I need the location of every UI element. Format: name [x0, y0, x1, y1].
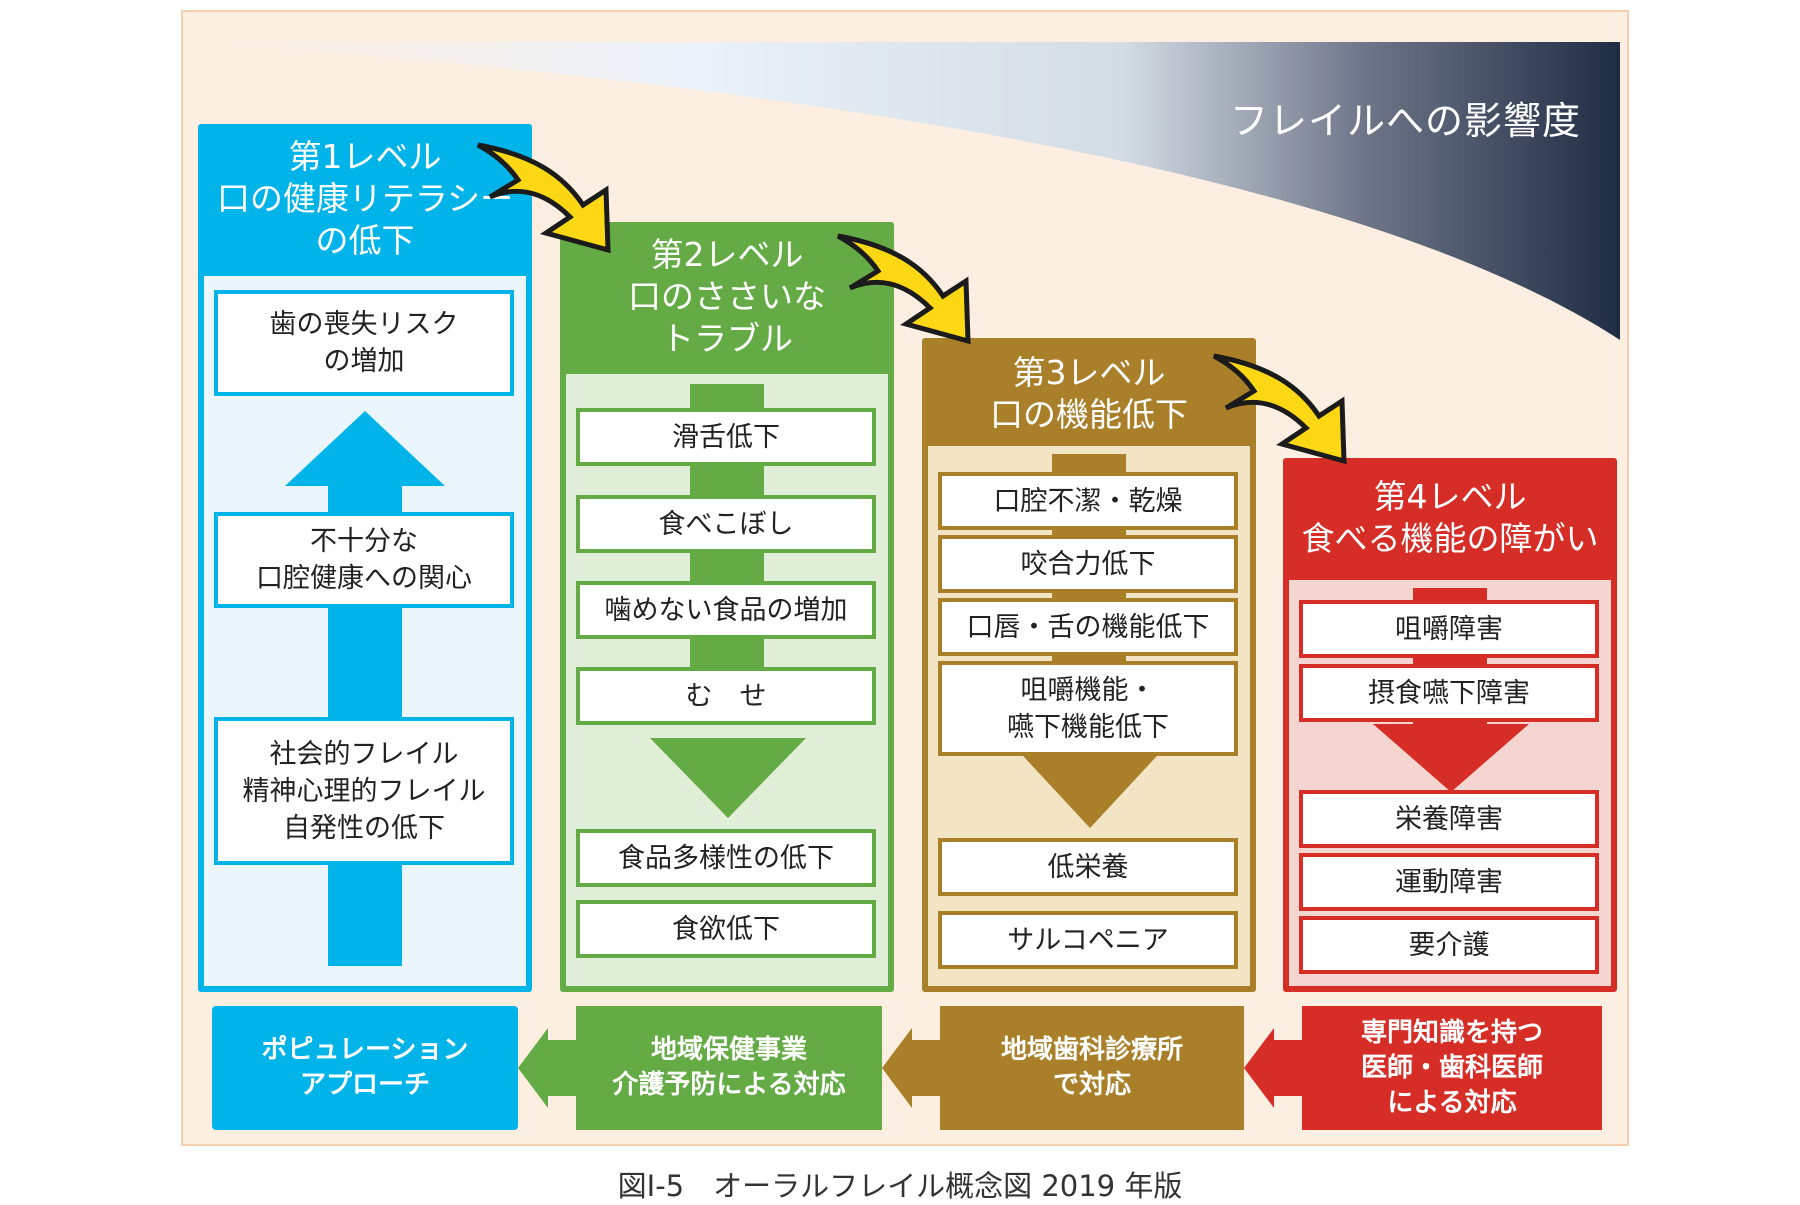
level-3-item: 低栄養 [938, 838, 1238, 896]
level-3-title-line: 第3レベル [1012, 353, 1166, 392]
level-4-item: 要介護 [1299, 916, 1599, 974]
level-4-item: 栄養障害 [1299, 790, 1599, 848]
level-3-item: 咬合力低下 [938, 535, 1238, 593]
level-3-item: 咀嚼機能・ 嚥下機能低下 [938, 661, 1238, 756]
level-1-title: 第1レベル 口の健康リテラシー の低下 [198, 136, 532, 262]
level-4-title: 第4レベル 食べる機能の障がい [1283, 476, 1617, 560]
level-4-item: 運動障害 [1299, 853, 1599, 911]
down-arrow-icon [1012, 744, 1168, 828]
figure-caption: 図Ⅰ-5 オーラルフレイル概念図 2019 年版 [617, 1169, 1183, 1203]
level-2-item: む せ [576, 667, 876, 725]
down-arrow-icon [1373, 724, 1529, 792]
level-2-item: 噛めない食品の増加 [576, 581, 876, 639]
level-4-title-line: 第4レベル [1373, 477, 1527, 516]
up-arrow-icon [285, 411, 445, 486]
approach-specialist: 専門知識を持つ 医師・歯科医師 による対応 [1302, 1006, 1602, 1130]
level-4-item: 咀嚼障害 [1299, 600, 1599, 658]
level-3-body: 口腔不潔・乾燥 咬合力低下 口唇・舌の機能低下 咀嚼機能・ 嚥下機能低下 低栄養… [928, 446, 1250, 986]
approach-regional-health: 地域保健事業 介護予防による対応 [576, 1006, 882, 1130]
level-2-title-line: 口のささいな [628, 277, 826, 316]
level-1-item: 社会的フレイル 精神心理的フレイル 自発性の低下 [214, 717, 514, 865]
level-1-title-line: の低下 [315, 221, 415, 260]
level-2-title-line: トラブル [661, 319, 793, 358]
impact-wedge [205, 42, 1620, 340]
level-2-title: 第2レベル 口のささいな トラブル [560, 234, 894, 360]
level-2-item: 食品多様性の低下 [576, 829, 876, 887]
left-arrow-icon [882, 1028, 942, 1108]
level-4-title-line: 食べる機能の障がい [1301, 519, 1599, 558]
level-1-item: 歯の喪失リスク の増加 [214, 290, 514, 396]
level-2-title-line: 第2レベル [650, 235, 804, 274]
level-3-title: 第3レベル 口の機能低下 [922, 352, 1256, 436]
level-3-column: 第3レベル 口の機能低下 口腔不潔・乾燥 咬合力低下 口唇・舌の機能低下 咀嚼機… [922, 338, 1256, 992]
level-3-item: サルコペニア [938, 911, 1238, 969]
level-1-item: 不十分な 口腔健康への関心 [214, 512, 514, 608]
down-arrow-icon [650, 738, 806, 818]
level-3-item: 口唇・舌の機能低下 [938, 598, 1238, 656]
approach-dental-clinic: 地域歯科診療所 で対応 [940, 1006, 1244, 1130]
level-2-column: 第2レベル 口のささいな トラブル 滑舌低下 食べこぼし 噛めない食品の増加 む… [560, 222, 894, 992]
approach-population: ポピュレーション アプローチ [212, 1006, 518, 1130]
level-4-body: 咀嚼障害 摂食嚥下障害 栄養障害 運動障害 要介護 [1289, 580, 1611, 986]
level-2-item: 食べこぼし [576, 495, 876, 553]
level-2-item: 滑舌低下 [576, 408, 876, 466]
level-2-item: 食欲低下 [576, 900, 876, 958]
impact-label: フレイルへの影響度 [1230, 99, 1582, 143]
level-1-body: 歯の喪失リスク の増加 不十分な 口腔健康への関心 社会的フレイル 精神心理的フ… [204, 276, 526, 986]
level-1-column: 第1レベル 口の健康リテラシー の低下 歯の喪失リスク の増加 不十分な 口腔健… [198, 124, 532, 992]
level-1-title-line: 口の健康リテラシー [216, 179, 514, 218]
level-3-title-line: 口の機能低下 [990, 395, 1188, 434]
level-2-body: 滑舌低下 食べこぼし 噛めない食品の増加 む せ 食品多様性の低下 食欲低下 [566, 374, 888, 986]
level-4-column: 第4レベル 食べる機能の障がい 咀嚼障害 摂食嚥下障害 栄養障害 運動障害 要介… [1283, 458, 1617, 992]
level-4-item: 摂食嚥下障害 [1299, 664, 1599, 722]
level-3-item: 口腔不潔・乾燥 [938, 472, 1238, 530]
level-1-title-line: 第1レベル [288, 137, 442, 176]
left-arrow-icon [1244, 1028, 1304, 1108]
left-arrow-icon [518, 1028, 578, 1108]
